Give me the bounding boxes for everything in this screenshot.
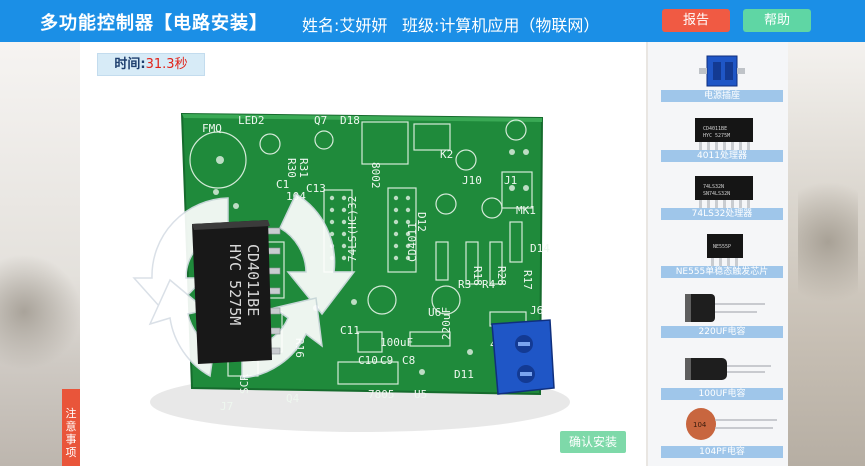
svg-text:74LS32N: 74LS32N: [703, 184, 724, 190]
pcb-label: C1: [276, 178, 289, 191]
svg-text:104: 104: [693, 421, 707, 429]
help-button[interactable]: 帮助: [743, 9, 811, 32]
student-name: 姓名:艾妍妍: [302, 16, 388, 35]
pcb-label: C8: [402, 354, 415, 367]
component-power-socket[interactable]: 电源插座: [661, 52, 783, 102]
chip-marking-1: CD4011BE: [244, 244, 262, 316]
pcb-label: R3: [458, 278, 471, 291]
pcb-board[interactable]: FMQLED2Q7D18R30R31C1104C1374LS(HC)32CD40…: [180, 112, 550, 413]
pcb-label: 74LS(HC)32: [346, 196, 359, 262]
chip-marking-2: HYC 5275M: [226, 244, 244, 325]
component-ne555[interactable]: NE555P NE555单稳态触发芯片: [661, 226, 783, 278]
component-220uf[interactable]: 220UF电容: [661, 286, 783, 338]
pcb-label: R18: [471, 266, 484, 286]
cd4011-chip[interactable]: CD4011BE HYC 5275M: [192, 220, 281, 364]
pcb-label: Q7: [314, 114, 327, 127]
svg-text:HYC 5275M: HYC 5275M: [703, 133, 730, 139]
pcb-label: R30: [285, 158, 298, 178]
pcb-label: R28: [495, 266, 508, 286]
timer-value: 31.3秒: [145, 57, 188, 72]
notice-char: 项: [65, 446, 77, 459]
pcb-label: 100uF: [380, 336, 413, 349]
pcb-label: 7805: [368, 388, 395, 401]
component-label: 4011处理器: [661, 150, 783, 162]
pcb-label: SCR: [238, 374, 251, 394]
board-power-socket[interactable]: [491, 319, 555, 395]
timer-label: 时间:: [114, 57, 146, 72]
pcb-label: J6: [530, 304, 543, 317]
pcb-label: R17: [521, 270, 534, 290]
component-label: 220UF电容: [661, 326, 783, 338]
pcb-label: R4: [482, 278, 496, 291]
component-label: 74LS32处理器: [661, 208, 783, 220]
pcb-label: 8002: [369, 162, 382, 189]
electrolytic-capacitor-icon: [685, 358, 771, 380]
pcb-label: C9: [380, 354, 393, 367]
component-104pf[interactable]: 104 104PF电容: [661, 402, 783, 460]
pcb-label: J1: [504, 174, 517, 187]
component-label: 100UF电容: [661, 388, 783, 400]
app-title: 多功能控制器【电路安装】: [40, 13, 268, 34]
pcb-label: FMQ: [202, 122, 222, 135]
dip14-chip-icon: CD4011BE HYC 5275M: [695, 118, 753, 150]
pcb-label: Q4: [286, 392, 300, 405]
notice-char: 注: [65, 407, 77, 420]
pcb-label: 220uF: [440, 307, 453, 340]
pcb-label: D18: [340, 114, 360, 127]
pcb-label: R31: [297, 158, 310, 178]
component-4011[interactable]: CD4011BE HYC 5275M 4011处理器: [661, 110, 783, 162]
report-button[interactable]: 报告: [662, 9, 730, 32]
assembly-workspace: 时间:31.3秒: [80, 42, 646, 466]
pcb-label: MK1: [516, 204, 536, 217]
dip14-chip-icon: 74LS32N SN74LS32N: [695, 176, 753, 208]
confirm-install-button[interactable]: 确认安装: [560, 431, 626, 453]
pcb-silkscreen: FMQLED2Q7D18R30R31C1104C1374LS(HC)32CD40…: [202, 114, 550, 413]
component-100uf[interactable]: 100UF电容: [661, 348, 783, 400]
notice-char: 意: [65, 420, 77, 433]
pcb-label: J7: [220, 400, 233, 413]
pcb-label: C10: [358, 354, 378, 367]
component-panel[interactable]: 电源插座 CD4011BE HYC 5275M 4011处理器 74LS32N …: [648, 42, 788, 466]
power-socket-icon: [699, 55, 745, 87]
pcb-label: J10: [462, 174, 482, 187]
ceramic-capacitor-icon: 104: [686, 408, 777, 440]
pcb-label: C11: [340, 324, 360, 337]
component-label: NE555单稳态触发芯片: [661, 266, 783, 278]
background-left: [0, 42, 80, 466]
app-header: 多功能控制器【电路安装】 姓名:艾妍妍 班级:计算机应用（物联网） 报告 帮助: [0, 0, 865, 42]
pcb-scene[interactable]: FMQLED2Q7D18R30R31C1104C1374LS(HC)32CD40…: [110, 102, 630, 442]
pcb-label: LED2: [238, 114, 265, 127]
dip8-chip-icon: NE555P: [707, 234, 743, 266]
pcb-label: C13: [306, 182, 326, 195]
notice-char: 事: [65, 433, 77, 446]
pcb-label: U5: [414, 388, 427, 401]
background-right: [788, 42, 865, 466]
pcb-svg[interactable]: FMQLED2Q7D18R30R31C1104C1374LS(HC)32CD40…: [110, 102, 630, 442]
svg-text:NE555P: NE555P: [713, 244, 731, 250]
component-74ls32[interactable]: 74LS32N SN74LS32N 74LS32处理器: [661, 168, 783, 220]
pcb-label: K2: [440, 148, 453, 161]
pcb-label: U6: [428, 306, 441, 319]
component-label: 104PF电容: [661, 446, 783, 458]
pcb-label: D14: [530, 242, 550, 255]
electrolytic-capacitor-icon: [685, 294, 765, 322]
notice-tab[interactable]: 注 意 事 项: [62, 389, 80, 466]
student-class: 班级:计算机应用（物联网）: [402, 16, 600, 35]
pcb-label: D12: [415, 212, 428, 232]
component-label: 电源插座: [661, 90, 783, 102]
svg-text:CD4011BE: CD4011BE: [703, 126, 727, 132]
pcb-label: D11: [454, 368, 474, 381]
svg-text:SN74LS32N: SN74LS32N: [703, 191, 730, 197]
pcb-label: CD4011: [406, 222, 419, 262]
timer-display: 时间:31.3秒: [97, 53, 205, 76]
